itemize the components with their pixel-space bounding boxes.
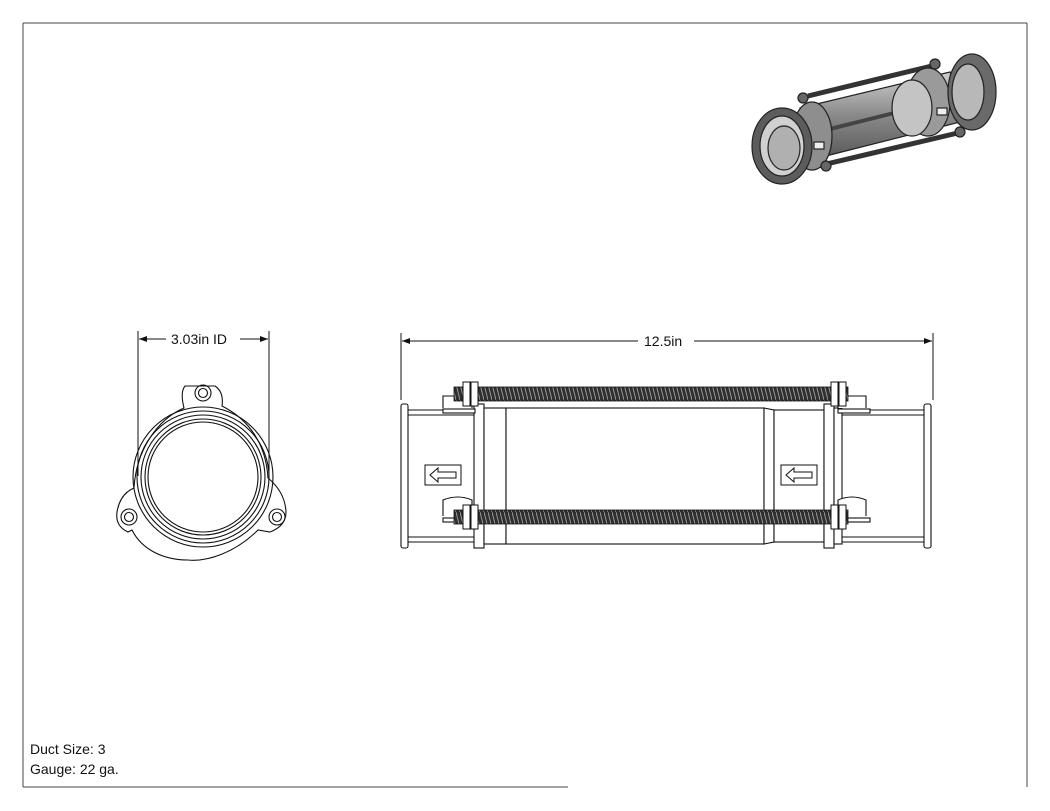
gauge-note: Gauge: 22 ga. — [30, 761, 119, 777]
left-arrow-icon — [424, 464, 462, 486]
dimension-inner-diameter — [137, 331, 270, 476]
threaded-rods — [453, 386, 849, 525]
inner-diameter-label: 3.03in ID — [168, 331, 231, 347]
end-view — [116, 384, 287, 561]
isometric-view — [751, 53, 997, 185]
drawing-notes: Duct Size: 3 Gauge: 22 ga. — [30, 739, 119, 779]
side-view — [400, 395, 932, 549]
sheet-border — [22, 22, 1028, 788]
dimension-overall-length — [400, 333, 934, 400]
hex-nuts — [462, 381, 847, 530]
left-arrow-icon — [780, 464, 818, 486]
overall-length-label: 12.5in — [641, 333, 686, 349]
duct-size-note: Duct Size: 3 — [30, 741, 106, 757]
